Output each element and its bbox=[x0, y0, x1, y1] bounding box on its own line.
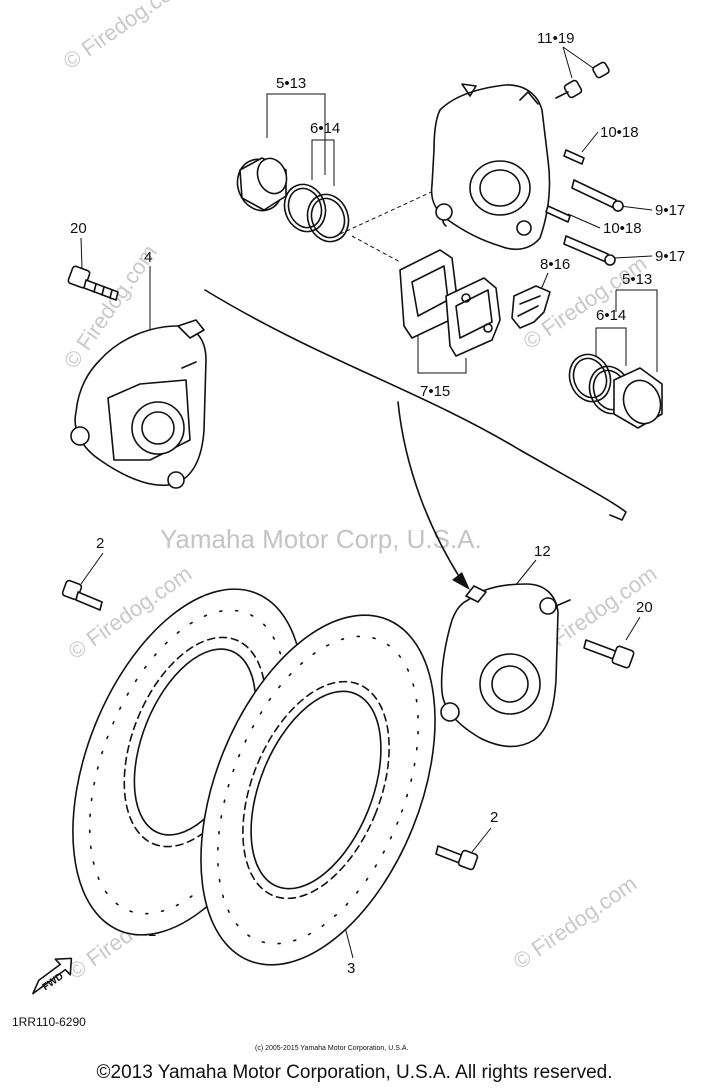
callout-7-15: 7•15 bbox=[420, 383, 450, 400]
callout-12: 12 bbox=[534, 543, 551, 560]
site-watermark: © Firedog.com bbox=[59, 0, 192, 74]
callout-2-top: 2 bbox=[96, 535, 104, 552]
brake-pads bbox=[399, 249, 501, 357]
bolt-icon bbox=[61, 579, 103, 611]
callout-4: 4 bbox=[144, 249, 152, 266]
callout-6-14-right: 6•14 bbox=[596, 307, 626, 324]
callout-20-right: 20 bbox=[636, 599, 653, 616]
site-watermark: © Firedog.com bbox=[509, 871, 642, 974]
callout-5-13-top: 5•13 bbox=[276, 75, 306, 92]
callout-labels: 11•19 5•13 6•14 10•18 9•17 10•18 9•17 20… bbox=[70, 30, 685, 977]
callout-11-19: 11•19 bbox=[537, 30, 575, 47]
small-copyright: (c) 2005-2015 Yamaha Motor Corporation, … bbox=[255, 1045, 408, 1052]
callout-8-16: 8•16 bbox=[540, 256, 570, 273]
diagram-code: 1RR110-6290 bbox=[12, 1015, 86, 1029]
callout-5-13-right: 5•13 bbox=[622, 271, 652, 288]
bolt-left-icon bbox=[67, 265, 119, 301]
callout-9-17-top: 9•17 bbox=[655, 202, 685, 219]
callout-20-left: 20 bbox=[70, 220, 87, 237]
arrow-head-icon bbox=[452, 572, 470, 590]
bolt-right-icon bbox=[583, 639, 635, 669]
center-watermark: Yamaha Motor Corp, U.S.A. bbox=[160, 524, 482, 554]
piston-set-right bbox=[568, 353, 663, 429]
footer-copyright: ©2013 Yamaha Motor Corporation, U.S.A. A… bbox=[96, 1062, 613, 1083]
caliper-lower bbox=[440, 583, 571, 748]
caliper-upper bbox=[430, 61, 624, 266]
reference-lines bbox=[204, 187, 627, 590]
fwd-arrow-icon: FWD bbox=[32, 957, 73, 995]
callout-3: 3 bbox=[347, 960, 355, 977]
caliper-left bbox=[70, 319, 207, 489]
callout-2-lower: 2 bbox=[490, 809, 498, 826]
pad-spring bbox=[511, 285, 551, 329]
callout-10-18-lower: 10•18 bbox=[603, 220, 642, 237]
callout-9-17-lower: 9•17 bbox=[655, 248, 685, 265]
fwd-label: FWD bbox=[41, 971, 66, 993]
bolt-lower-icon bbox=[435, 845, 479, 871]
bleed-screw-icon bbox=[555, 61, 610, 99]
caliper-pin-icon bbox=[545, 149, 624, 266]
callout-10-18-top: 10•18 bbox=[600, 124, 639, 141]
brake-disc-right bbox=[200, 614, 436, 966]
piston-set-upper bbox=[236, 157, 350, 243]
